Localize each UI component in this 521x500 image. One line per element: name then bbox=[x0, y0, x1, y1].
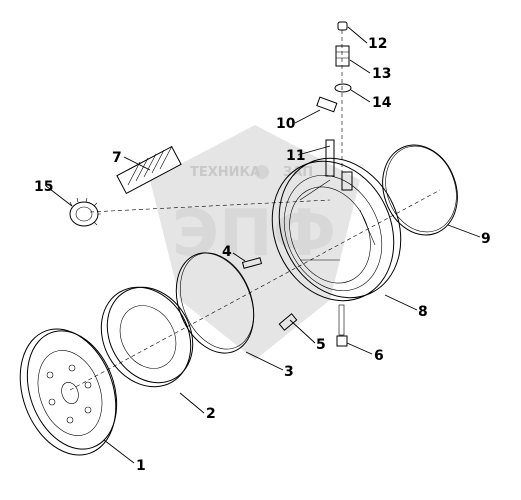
callout-10: 10 bbox=[276, 116, 296, 132]
part-9-gasket bbox=[382, 144, 458, 236]
callout-11: 11 bbox=[286, 148, 305, 164]
watermark-gear-icon bbox=[255, 165, 269, 179]
part-15-gear bbox=[69, 197, 101, 227]
callout-14: 14 bbox=[372, 95, 392, 111]
part-12-cap bbox=[337, 21, 348, 31]
part-1-flange bbox=[19, 328, 118, 456]
callout-5: 5 bbox=[316, 337, 326, 353]
part-5-bolt bbox=[278, 313, 298, 331]
watermark: ТЕХНИКА ЗАП ЭПФ bbox=[150, 125, 360, 360]
callout-7: 7 bbox=[112, 150, 122, 166]
part-10-plug bbox=[316, 96, 338, 113]
callout-6: 6 bbox=[374, 348, 384, 364]
part-4-bolt bbox=[241, 257, 263, 269]
part-3-o-ring bbox=[175, 252, 255, 354]
callout-3: 3 bbox=[284, 364, 294, 380]
callout-9: 9 bbox=[481, 231, 491, 247]
callout-4: 4 bbox=[222, 244, 232, 260]
callout-2: 2 bbox=[206, 406, 216, 422]
part-7-spring bbox=[116, 145, 182, 195]
assembly-axis-lines bbox=[69, 30, 441, 391]
callout-1: 1 bbox=[136, 458, 146, 474]
callout-13: 13 bbox=[372, 66, 391, 82]
part-2-friction-disc bbox=[100, 286, 194, 388]
watermark-logo: ЭПФ bbox=[172, 197, 336, 271]
part-8-housing bbox=[271, 139, 402, 302]
leader-lines bbox=[45, 26, 481, 464]
callout-12: 12 bbox=[368, 36, 387, 52]
callout-labels: 1 2 3 4 5 6 7 8 9 10 11 12 13 14 15 bbox=[34, 36, 491, 474]
part-13-fitting bbox=[335, 45, 350, 67]
watermark-text-1: ТЕХНИКА bbox=[190, 165, 260, 180]
part-14-washer bbox=[334, 83, 352, 93]
part-6-nut bbox=[336, 304, 348, 347]
watermark-text-2: ЗАП bbox=[283, 165, 313, 180]
callout-8: 8 bbox=[418, 304, 428, 320]
callout-15: 15 bbox=[34, 179, 53, 195]
